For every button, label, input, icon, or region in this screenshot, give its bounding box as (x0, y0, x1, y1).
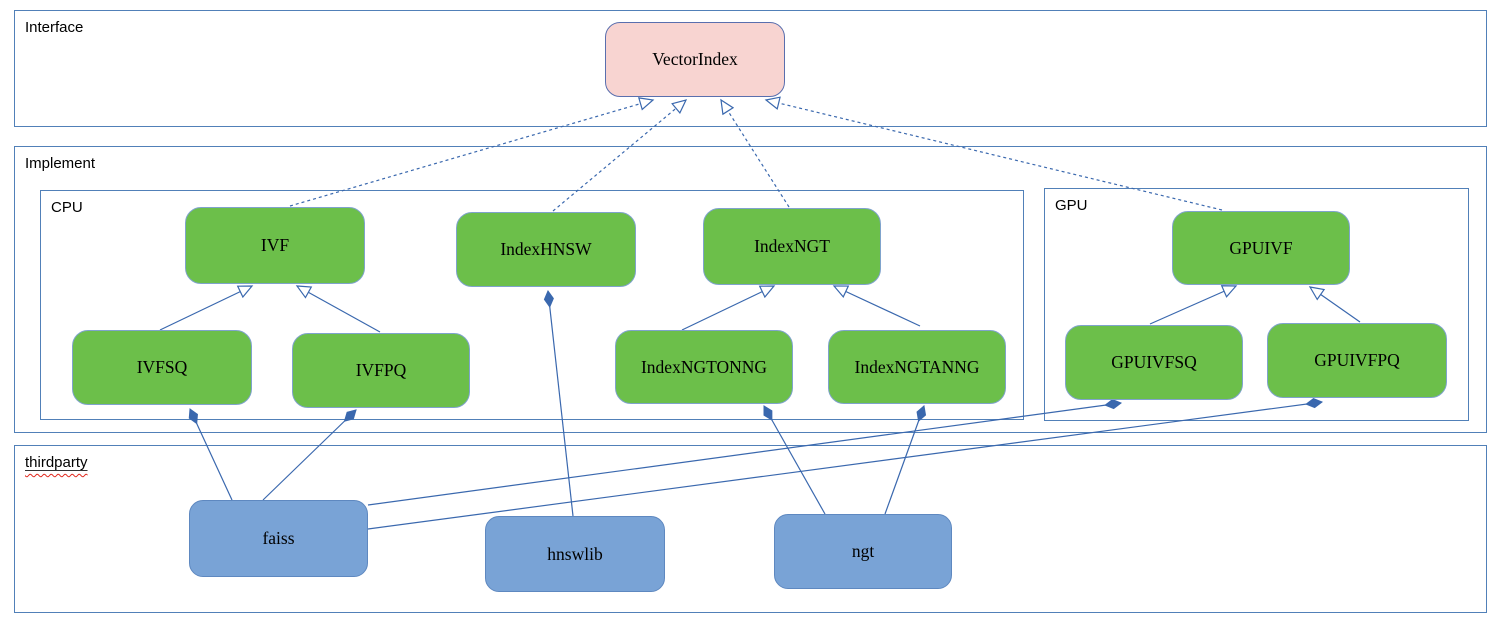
node-label: faiss (262, 528, 295, 548)
node-label: ngt (851, 541, 875, 561)
node-ngt: ngt (774, 514, 952, 589)
node-indexhnsw: IndexHNSW (456, 212, 636, 287)
container-cpu-label: CPU (51, 199, 83, 216)
node-label: GPUIVF (1229, 237, 1293, 258)
node-label: IndexNGTANNG (854, 356, 980, 377)
node-faiss: faiss (189, 500, 368, 577)
container-thirdparty-label: thirdparty (25, 454, 88, 471)
node-label: IVFSQ (136, 357, 188, 377)
node-label: VectorIndex (652, 49, 738, 69)
node-ivfpq: IVFPQ (292, 333, 470, 408)
node-label: IndexNGTONNG (640, 356, 768, 377)
container-gpu-label: GPU (1055, 197, 1088, 214)
node-ivf: IVF (185, 207, 365, 284)
node-label: GPUIVFPQ (1314, 350, 1400, 370)
node-gpuivfpq: GPUIVFPQ (1267, 323, 1447, 398)
node-label: IndexNGT (754, 236, 830, 256)
node-label: GPUIVFSQ (1111, 352, 1197, 372)
node-vectorindex: VectorIndex (605, 22, 785, 97)
node-indexngtonng: IndexNGTONNG (615, 330, 793, 404)
node-hnswlib: hnswlib (485, 516, 665, 592)
container-interface-label: Interface (25, 19, 84, 36)
node-indexngtanng: IndexNGTANNG (828, 330, 1006, 404)
node-gpuivfsq: GPUIVFSQ (1065, 325, 1243, 400)
node-indexngt: IndexNGT (703, 208, 881, 285)
container-implement-label: Implement (25, 155, 96, 172)
node-label: hnswlib (547, 543, 603, 564)
node-label: IndexHNSW (500, 239, 592, 259)
node-gpuivf: GPUIVF (1172, 211, 1350, 285)
node-label: IVF (260, 235, 290, 255)
node-ivfsq: IVFSQ (72, 330, 252, 405)
node-label: IVFPQ (355, 360, 407, 380)
